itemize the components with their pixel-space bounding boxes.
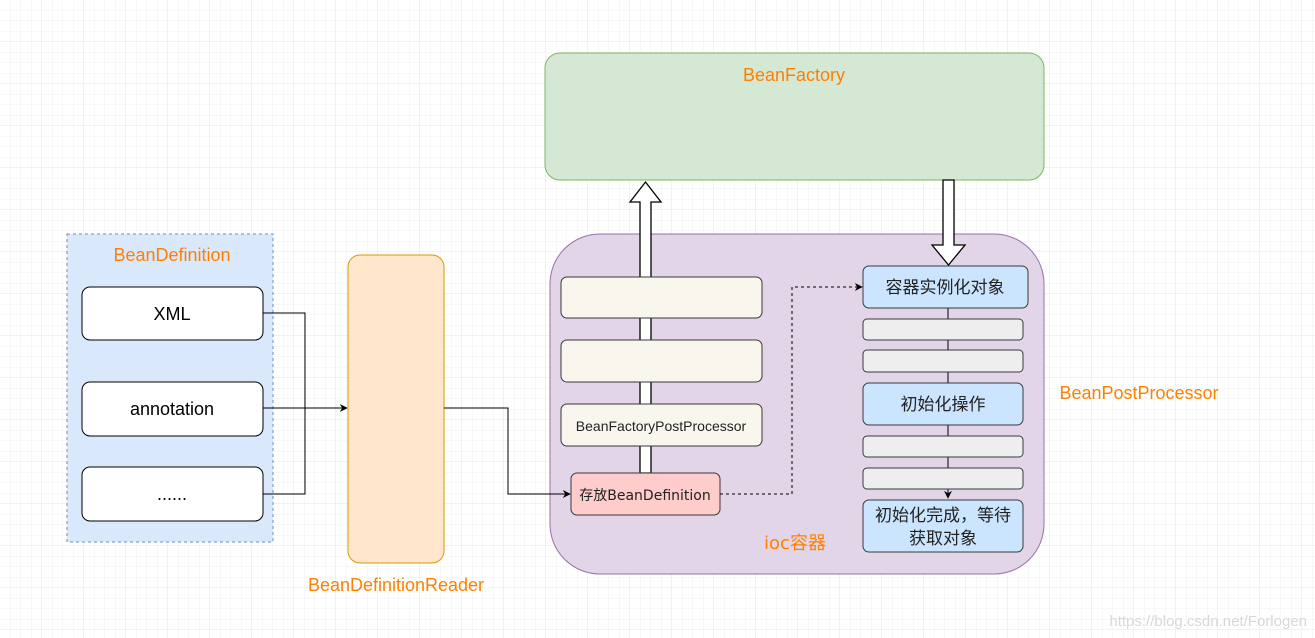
step-bar-3[interactable] xyxy=(862,435,1024,458)
bean-factory-label: BeanFactory xyxy=(743,65,845,85)
bean-factory-post-processor-label: BeanFactoryPostProcessor xyxy=(576,418,747,434)
watermark: https://blog.csdn.net/Forlogen xyxy=(1109,613,1307,630)
bean-definition-reader-label: BeanDefinitionReader xyxy=(308,575,484,595)
annotation-box[interactable] xyxy=(81,381,264,437)
ioc-container-label: ioc容器 xyxy=(764,533,826,554)
store-bean-definition-label: 存放BeanDefinition xyxy=(579,488,710,504)
annotation-label: annotation xyxy=(130,399,214,419)
bean-definition-reader-box[interactable] xyxy=(347,254,445,564)
connector-ellipsis xyxy=(263,408,306,495)
ellipsis-label: ...... xyxy=(157,484,187,504)
bean-post-processor-label: BeanPostProcessor xyxy=(1059,383,1218,403)
bean-factory-box[interactable] xyxy=(544,52,1045,181)
instantiate-box[interactable] xyxy=(862,265,1029,309)
bean-definition-label: BeanDefinition xyxy=(113,245,230,265)
init-done-label-2: 获取对象 xyxy=(909,529,977,549)
init-done-box[interactable] xyxy=(862,499,1024,553)
step-bar-2[interactable] xyxy=(862,349,1024,373)
init-label: 初始化操作 xyxy=(901,395,986,415)
processor-box-1[interactable] xyxy=(560,276,763,319)
init-box[interactable] xyxy=(862,382,1024,426)
connector-xml xyxy=(263,312,306,408)
xml-label: XML xyxy=(153,304,190,324)
down-hollow-arrow xyxy=(930,179,967,267)
init-done-label-1: 初始化完成，等待 xyxy=(875,506,1011,526)
step-bar-4[interactable] xyxy=(862,467,1024,490)
instantiate-label: 容器实例化对象 xyxy=(886,278,1005,298)
step-bar-1[interactable] xyxy=(862,318,1024,341)
bean-factory-post-processor-box[interactable] xyxy=(560,403,763,447)
processor-box-2[interactable] xyxy=(560,339,763,383)
dotted-connector xyxy=(720,283,863,495)
connector-reader-store xyxy=(444,407,571,498)
